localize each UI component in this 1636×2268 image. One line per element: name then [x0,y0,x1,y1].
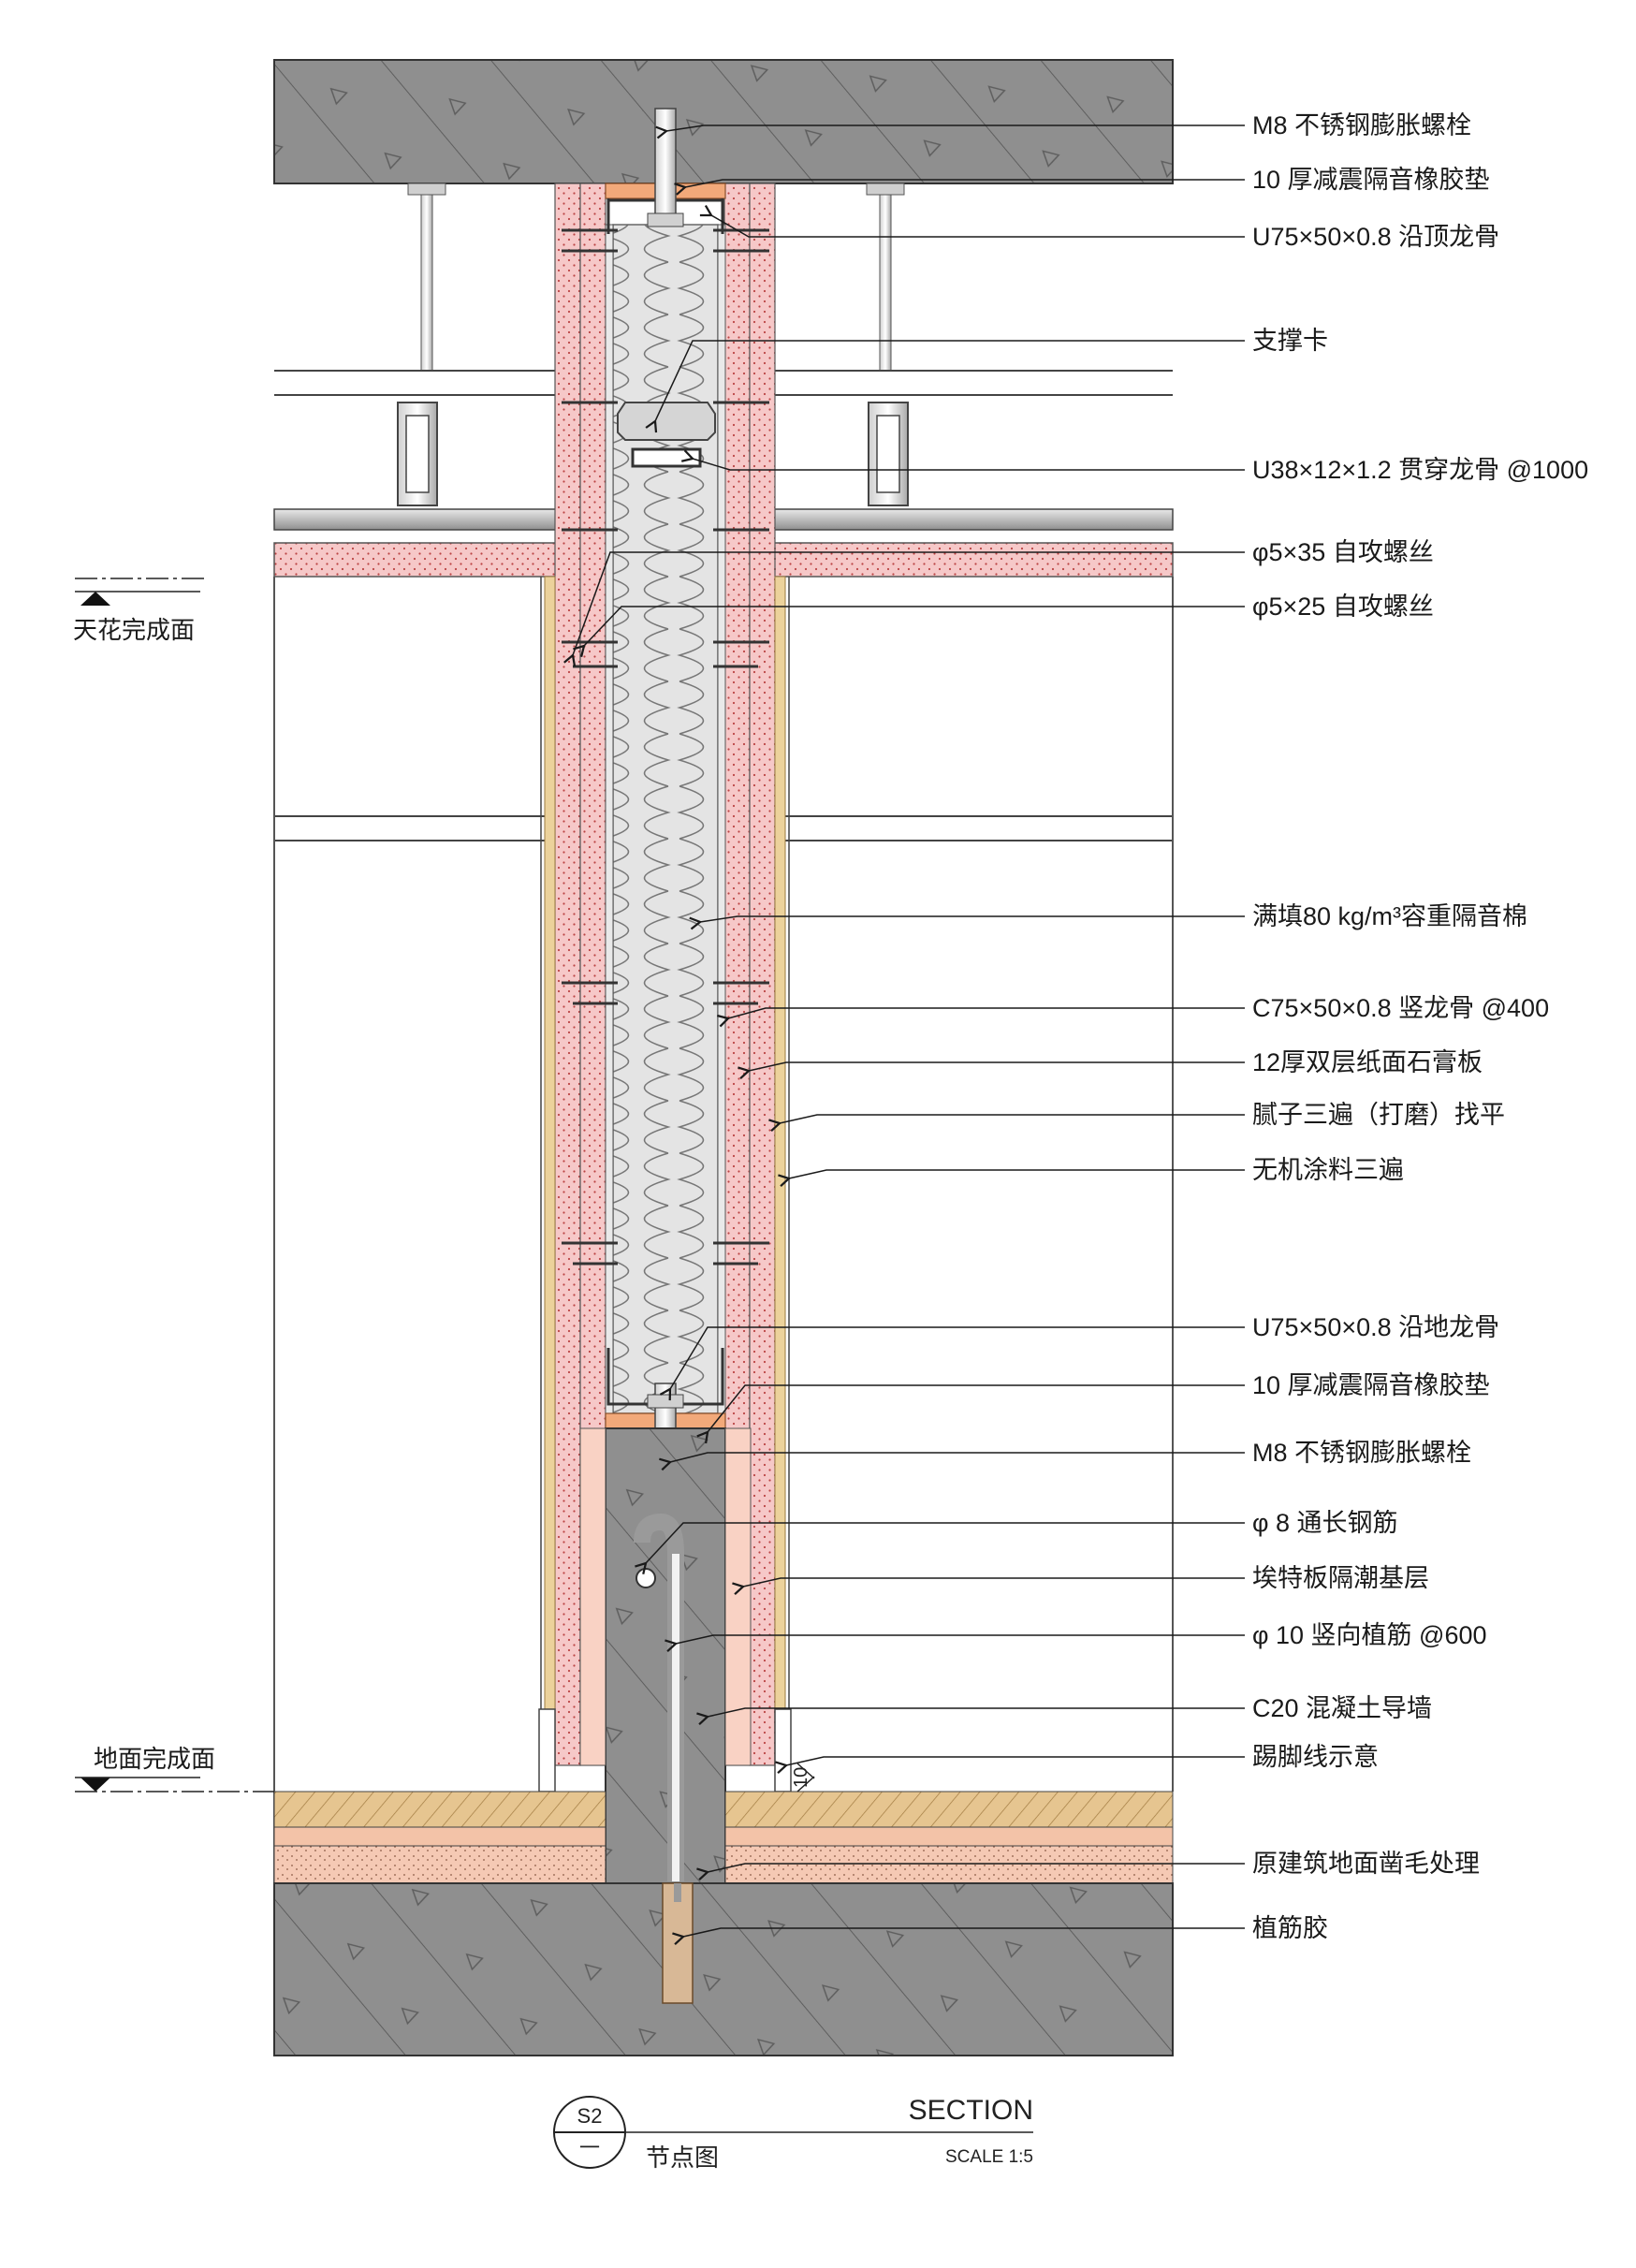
floor-build-up [273,1791,1174,1884]
leader-line [768,1114,1245,1132]
annotation-label: 支撑卡 [1252,327,1328,355]
annotation-label: 满填80 kg/m³容重隔音棉 [1252,902,1527,930]
annotation-label: 10 厚减震隔音橡胶垫 [1252,1371,1490,1399]
leader-line [645,340,1245,433]
annotation-label: 植筋胶 [1252,1914,1328,1942]
leader-line [659,1452,1245,1471]
leader-line [563,551,1245,667]
leader-line [775,1756,1245,1774]
annotation-label: M8 不锈钢膨胀螺栓 [1252,111,1471,139]
floor-level-marker: 地面完成面 [75,1745,274,1792]
detail-name: 节点图 [646,2144,719,2172]
annotation-label: 埃特板隔潮基层 [1252,1564,1429,1592]
annotation-label: φ 8 通长钢筋 [1252,1509,1398,1537]
sheet-sub: 一 [579,2136,600,2159]
leader-line [635,1522,1245,1575]
annotation-label: C75×50×0.8 竖龙骨 @400 [1252,994,1549,1022]
annotation-label: 无机涂料三遍 [1252,1156,1404,1184]
annotation-label: 原建筑地面凿毛处理 [1252,1850,1480,1878]
leader-line [696,1384,1245,1444]
hanger-rods [407,183,905,372]
floor-finish-label: 地面完成面 [94,1745,215,1773]
annotation-label: 10 厚减震隔音橡胶垫 [1252,166,1490,194]
ceiling-board-left [273,542,558,578]
support-clip [617,402,716,468]
annotation-label: 踢脚线示意 [1252,1743,1379,1771]
skirting-dimension: 10 [791,1763,815,1792]
annotation-label: U38×12×1.2 贯穿龙骨 @1000 [1252,456,1588,484]
skirting-right [774,1708,792,1792]
annotation-label: C20 混凝土导墙 [1252,1694,1432,1722]
leader-line [674,179,1245,196]
leader-line [696,1707,1245,1725]
dimension-value: 10 [791,1767,811,1788]
annotation-label: φ 10 竖向植筋 @600 [1252,1621,1487,1649]
leader-line [732,1577,1245,1595]
leader-line [573,606,1245,658]
annotation-label: 12厚双层纸面石膏板 [1252,1048,1483,1076]
annotation-label: φ5×35 自攻螺丝 [1252,538,1434,566]
rebar [634,1513,684,1881]
annotation-label: φ5×25 自攻螺丝 [1252,593,1434,621]
sheet-number: S2 [577,2104,603,2128]
ceiling-finish-label: 天花完成面 [73,616,195,644]
annotation-label: 腻子三遍（打磨）找平 [1252,1101,1505,1129]
skirting-left [538,1708,556,1792]
screws [562,228,769,1266]
moisture-board-left [579,1427,606,1766]
ceiling-level-marker: 天花完成面 [73,578,208,644]
leader-line [699,204,1245,238]
leader-lines [563,124,1245,1945]
putty-right [774,576,786,1710]
annotation-label: U75×50×0.8 沿顶龙骨 [1252,223,1499,251]
leader-line [778,1169,1245,1187]
moisture-board-right [724,1427,752,1766]
leader-line [665,1634,1245,1652]
ceiling-board-right [773,542,1174,578]
leader-line [696,1863,1245,1880]
leader-line [672,1927,1245,1945]
leader-line [717,1007,1245,1028]
leader-line [738,1061,1245,1079]
section-label: SECTION [909,2095,1033,2126]
ceiling-channels [397,402,909,506]
leader-line [680,449,1245,471]
annotation-label: U75×50×0.8 沿地龙骨 [1252,1313,1499,1341]
putty-left [544,576,556,1710]
leader-line [689,915,1245,930]
leader-line [655,124,1245,139]
leader-line [659,1326,1245,1401]
annotation-label: M8 不锈钢膨胀螺栓 [1252,1439,1471,1467]
scale-label: SCALE 1:5 [945,2147,1033,2167]
title-block: S2 一 节点图 SECTION SCALE 1:5 [553,2095,1033,2172]
